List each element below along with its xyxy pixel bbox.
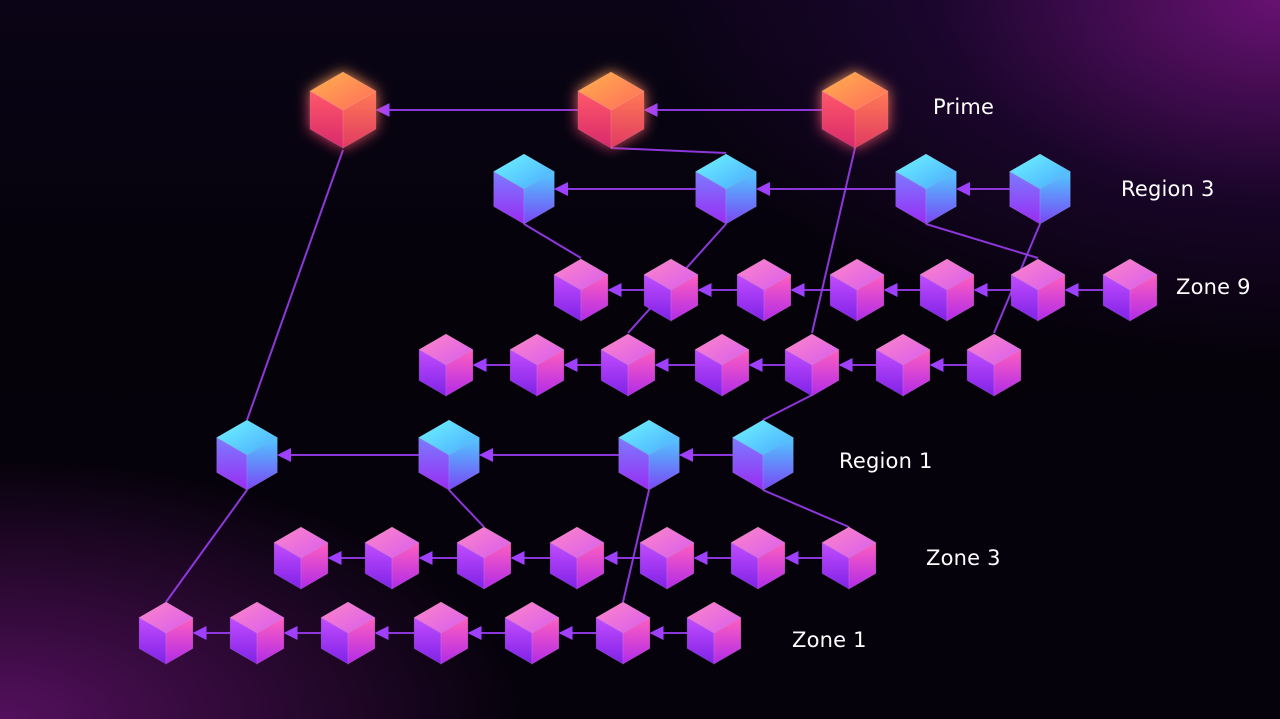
label-region-3: Region 3 bbox=[1121, 177, 1215, 201]
cross-tier-link bbox=[762, 489, 850, 528]
region1-block-3 bbox=[617, 419, 681, 491]
cross-tier-link bbox=[165, 489, 248, 603]
zone1-block-6 bbox=[595, 601, 651, 665]
zone9-block-7 bbox=[1102, 258, 1158, 322]
label-zone-9: Zone 9 bbox=[1176, 275, 1251, 299]
label-prime: Prime bbox=[933, 95, 995, 119]
zone3-block-3 bbox=[456, 526, 512, 590]
zone3-block-1 bbox=[273, 526, 329, 590]
region3-block-1 bbox=[492, 153, 556, 225]
label-zone-3: Zone 3 bbox=[926, 546, 1001, 570]
zone9-block-6 bbox=[1010, 258, 1066, 322]
zone3-block-5 bbox=[639, 526, 695, 590]
zone9-block-4 bbox=[829, 258, 885, 322]
zone3-block-7 bbox=[821, 526, 877, 590]
zone8-block-2 bbox=[509, 333, 565, 397]
prime-block-1 bbox=[309, 71, 377, 149]
region1-block-1 bbox=[215, 419, 279, 491]
zone3-block-6 bbox=[730, 526, 786, 590]
region3-block-4 bbox=[1008, 153, 1072, 225]
cross-tier-link bbox=[448, 489, 485, 528]
zone1-block-7 bbox=[686, 601, 742, 665]
cross-tier-link bbox=[925, 223, 1039, 259]
cross-tier-link bbox=[523, 223, 582, 259]
region1-block-4 bbox=[731, 419, 795, 491]
zone9-block-1 bbox=[553, 258, 609, 322]
label-region-1: Region 1 bbox=[839, 449, 933, 473]
zone1-block-2 bbox=[229, 601, 285, 665]
prime-block-2 bbox=[577, 71, 645, 149]
region3-block-3 bbox=[894, 153, 958, 225]
zone1-block-3 bbox=[320, 601, 376, 665]
region1-block-2 bbox=[417, 419, 481, 491]
zone3-block-2 bbox=[364, 526, 420, 590]
zone8-block-6 bbox=[875, 333, 931, 397]
zone8-block-3 bbox=[600, 333, 656, 397]
blocks-layer bbox=[138, 71, 1158, 665]
zone3-block-4 bbox=[549, 526, 605, 590]
zone8-block-7 bbox=[966, 333, 1022, 397]
zone8-block-4 bbox=[694, 333, 750, 397]
cross-tier-link bbox=[622, 489, 650, 603]
cross-tier-link bbox=[610, 147, 727, 154]
zone9-block-2 bbox=[643, 258, 699, 322]
links-layer bbox=[165, 103, 1104, 640]
cross-tier-link bbox=[811, 147, 856, 334]
zone1-block-5 bbox=[504, 601, 560, 665]
zone9-block-3 bbox=[736, 258, 792, 322]
cross-tier-link bbox=[762, 394, 813, 421]
zone8-block-5 bbox=[784, 333, 840, 397]
region3-block-2 bbox=[694, 153, 758, 225]
zone8-block-1 bbox=[418, 333, 474, 397]
label-zone-1: Zone 1 bbox=[792, 628, 867, 652]
zone1-block-4 bbox=[413, 601, 469, 665]
zone1-block-1 bbox=[138, 601, 194, 665]
zone9-block-5 bbox=[919, 258, 975, 322]
cross-tier-link bbox=[246, 149, 344, 421]
prime-block-3 bbox=[821, 71, 889, 149]
